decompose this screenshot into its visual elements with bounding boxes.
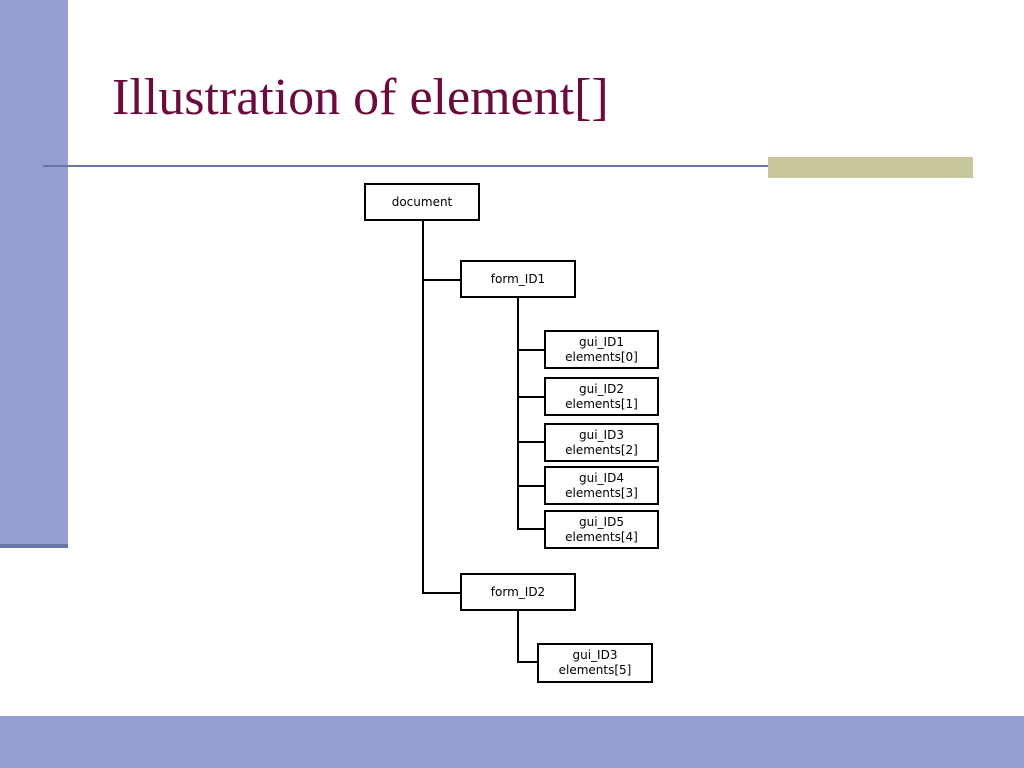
node-element-index: elements[4] [565,529,638,544]
node-gui-id3-form2: gui_ID3 elements[5] [537,643,653,683]
node-element-index: elements[0] [565,349,638,364]
connector-line [422,592,461,594]
node-gui-id: gui_ID2 [579,381,624,396]
connector-line [517,441,545,443]
left-decor-bar-edge [0,544,68,548]
title-accent-bar [768,157,973,178]
node-gui-id: gui_ID3 [579,427,624,442]
node-element-index: elements[5] [558,663,632,677]
node-gui-id3: gui_ID3 elements[2] [544,423,659,462]
connector-line [517,396,545,398]
node-gui-id4: gui_ID4 elements[3] [544,466,659,505]
connector-line [422,220,424,594]
node-form-id1: form_ID1 [460,260,576,298]
title-rule [43,165,973,167]
node-gui-id2: gui_ID2 elements[1] [544,377,659,416]
node-element-index: elements[2] [565,442,638,457]
connector-line [517,485,545,487]
node-gui-id: gui_ID1 [579,334,624,349]
node-gui-id1: gui_ID1 elements[0] [544,330,659,369]
node-gui-id: gui_ID4 [579,470,624,485]
node-form-id2-label: form_ID2 [490,584,546,599]
node-document: document [364,183,480,221]
node-form-id2: form_ID2 [460,573,576,611]
connector-line [422,279,461,281]
node-element-index: elements[3] [565,485,638,500]
connector-line [517,610,519,663]
node-document-label: document [391,194,453,209]
connector-line [517,661,538,663]
node-gui-id: gui_ID3 [572,648,618,662]
connector-line [517,349,545,351]
node-element-index: elements[1] [565,396,638,411]
node-form-id1-label: form_ID1 [490,271,546,286]
node-gui-id: gui_ID5 [579,514,624,529]
slide-title: Illustration of element[] [112,69,609,126]
left-decor-bar [0,0,68,546]
bottom-decor-bar [0,716,1024,768]
node-gui-id5: gui_ID5 elements[4] [544,510,659,549]
connector-line [517,297,519,530]
connector-line [517,528,545,530]
